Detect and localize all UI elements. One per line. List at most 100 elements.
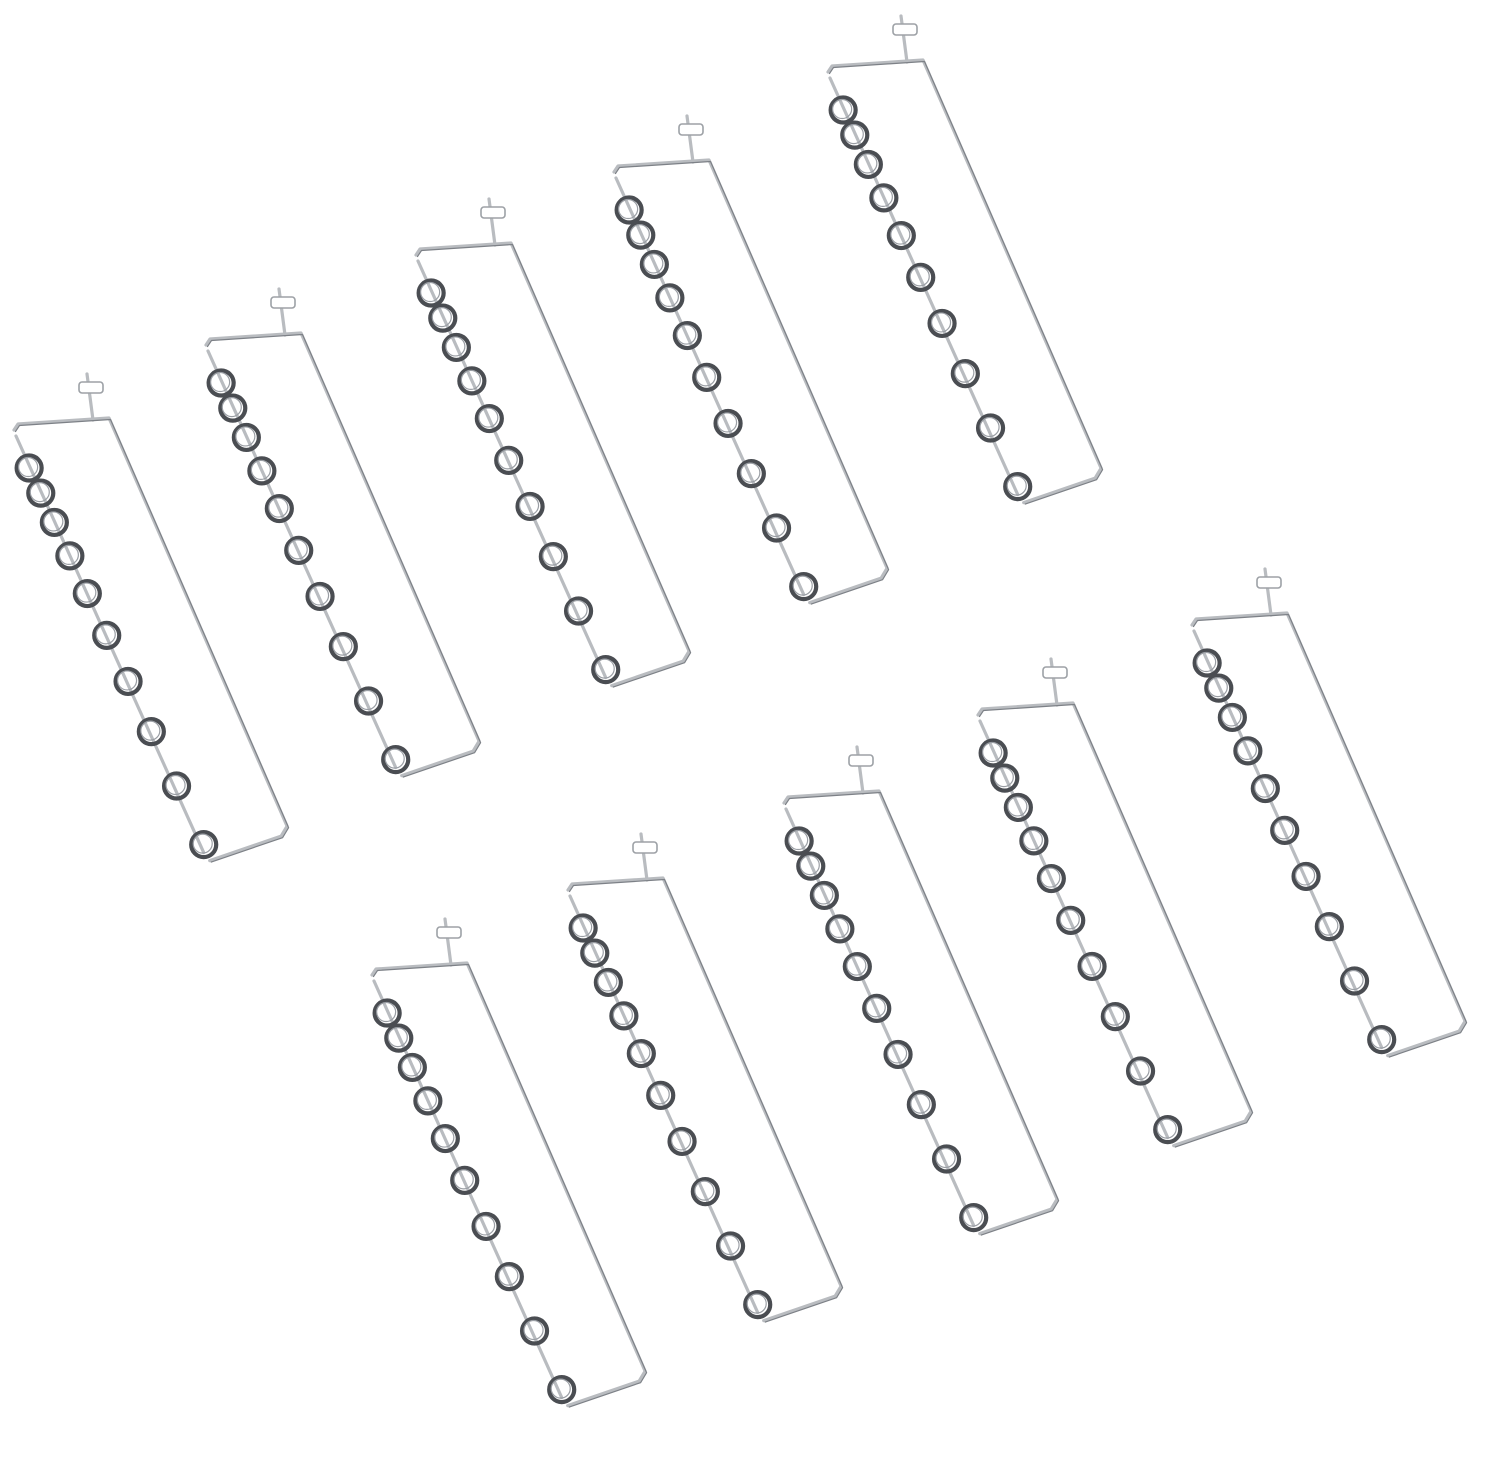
clip-tab	[892, 23, 918, 36]
bead-ring	[1192, 648, 1222, 678]
bead-ring	[39, 507, 69, 538]
bead-ring	[328, 632, 358, 662]
wire-clip	[976, 657, 1254, 1148]
bead-ring	[1204, 673, 1234, 703]
bead-ring	[580, 938, 610, 968]
bead-ring	[14, 453, 44, 483]
bead-ring	[713, 408, 743, 439]
bead-ring	[609, 1001, 639, 1031]
bead-ring	[72, 578, 102, 609]
bead-ring	[397, 1052, 427, 1083]
bead-ring	[862, 993, 892, 1023]
bead-ring	[828, 95, 858, 125]
clip-tab	[1042, 666, 1068, 679]
clip-tab	[480, 206, 506, 219]
wire-frame	[414, 241, 691, 688]
clip-tab	[632, 841, 658, 854]
bead-ring	[809, 880, 839, 911]
clip-tab	[678, 123, 704, 136]
bead-ring	[284, 535, 314, 565]
bead-ring	[672, 320, 702, 351]
bead-ring	[1056, 905, 1086, 935]
bead-ring	[305, 581, 335, 612]
bead-ring	[626, 220, 656, 250]
bead-ring	[1036, 863, 1066, 894]
bead-ring	[218, 393, 248, 423]
wire-clip	[1190, 567, 1468, 1058]
wire-clip	[826, 14, 1104, 505]
wire-frame	[612, 158, 889, 605]
bead-ring	[55, 541, 85, 571]
bead-ring	[247, 456, 277, 486]
clip-tab	[270, 296, 296, 309]
bead-ring	[990, 763, 1020, 793]
bead-ring	[1125, 1056, 1156, 1086]
bead-ring	[646, 1080, 676, 1110]
bead-ring	[538, 542, 568, 572]
bead-ring	[692, 362, 722, 392]
bead-ring	[416, 278, 446, 308]
clip-tab	[436, 926, 462, 939]
bead-ring	[441, 332, 471, 363]
wire-clip	[782, 745, 1060, 1236]
bead-ring	[978, 738, 1008, 768]
bead-ring	[1019, 826, 1049, 856]
bead-ring	[825, 914, 855, 944]
wire-frame	[12, 416, 289, 863]
bead-ring	[494, 445, 524, 475]
wire-frame	[826, 58, 1103, 505]
bead-ring	[667, 1126, 697, 1157]
bead-ring	[784, 826, 814, 856]
bead-ring	[372, 998, 402, 1028]
bead-ring	[1153, 1114, 1183, 1145]
bead-ring	[113, 666, 143, 697]
bead-ring	[639, 249, 669, 280]
bead-ring	[1314, 912, 1344, 942]
wire-frame	[976, 701, 1253, 1148]
bead-ring	[381, 744, 411, 775]
bead-ring	[1367, 1024, 1397, 1055]
wire-clip	[414, 197, 692, 688]
bead-ring	[264, 493, 294, 524]
bead-ring	[413, 1086, 443, 1116]
bead-ring	[959, 1202, 989, 1233]
bead-ring	[92, 620, 122, 650]
bead-ring	[428, 303, 458, 333]
bead-ring	[761, 513, 792, 543]
wire-clip	[566, 832, 844, 1323]
wire-frame	[1190, 611, 1467, 1058]
bead-ring	[519, 1316, 550, 1346]
bead-ring	[1339, 966, 1370, 996]
bead-ring	[1100, 1002, 1130, 1032]
bead-ring	[515, 491, 545, 522]
bead-ring	[789, 571, 819, 602]
wire-frame	[204, 331, 481, 778]
bead-ring	[494, 1262, 524, 1292]
bead-ring	[883, 1039, 913, 1070]
bead-ring	[593, 967, 623, 998]
bead-ring	[1077, 951, 1107, 982]
bead-ring	[563, 596, 594, 626]
bead-ring	[655, 283, 685, 313]
bead-ring	[1270, 815, 1300, 845]
bead-ring	[626, 1038, 656, 1069]
bead-ring	[1003, 792, 1033, 823]
bead-ring	[450, 1165, 480, 1195]
wire-frame	[566, 876, 843, 1323]
clip-tab	[78, 381, 104, 394]
bead-ring	[1250, 773, 1280, 804]
bead-ring	[457, 366, 487, 396]
wire-clip	[12, 372, 290, 863]
bead-ring	[840, 120, 870, 150]
clip-tab	[848, 754, 874, 767]
bead-ring	[931, 1144, 962, 1174]
bead-ring	[975, 413, 1006, 443]
bead-ring	[869, 183, 899, 213]
bead-ring	[690, 1177, 720, 1207]
bead-ring	[353, 686, 384, 716]
bead-ring	[206, 368, 236, 398]
bead-ring	[886, 220, 916, 251]
bead-ring	[591, 654, 621, 685]
clip-tab	[1256, 576, 1282, 589]
